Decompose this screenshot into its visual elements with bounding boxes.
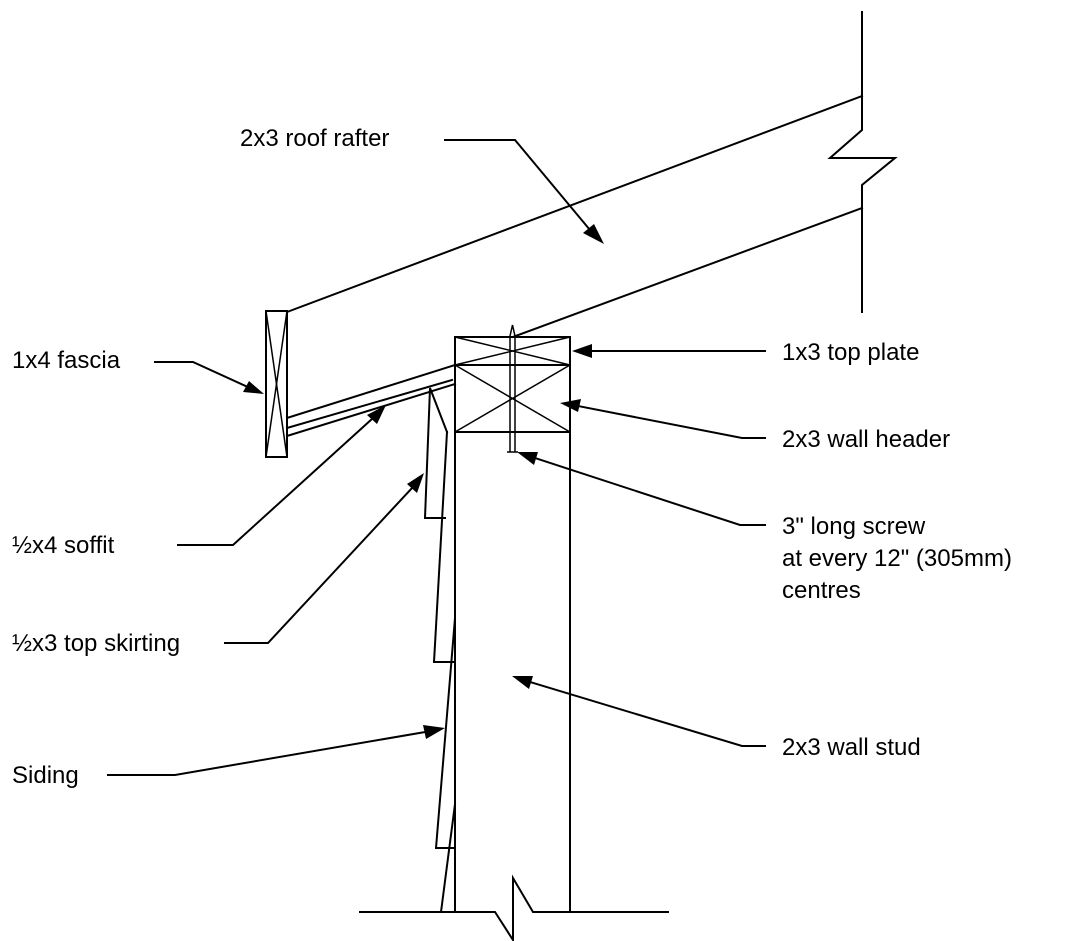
label-roof-rafter: 2x3 roof rafter xyxy=(240,125,389,152)
label-wall-header: 2x3 wall header xyxy=(782,426,950,453)
top-skirting xyxy=(423,387,449,519)
leader-wall-header xyxy=(560,399,766,439)
top-plate xyxy=(454,336,571,366)
leader-top-skirting xyxy=(224,473,424,644)
label-wall-stud: 2x3 wall stud xyxy=(782,734,921,761)
leader-wall-stud xyxy=(512,676,766,747)
leader-siding xyxy=(107,725,445,776)
leader-fascia xyxy=(154,361,264,394)
wall-stud xyxy=(454,431,571,913)
leader-roof-rafter xyxy=(444,139,604,244)
siding-boards xyxy=(432,430,457,914)
label-siding: Siding xyxy=(12,762,79,789)
wall-header xyxy=(454,364,571,433)
label-screw-line1: 3" long screw xyxy=(782,513,926,540)
screw xyxy=(507,324,518,453)
label-top-skirting: ½x3 top skirting xyxy=(12,630,180,657)
label-fascia: 1x4 fascia xyxy=(12,347,121,374)
leader-screw xyxy=(517,452,766,526)
label-screw-line2: at every 12" (305mm) xyxy=(782,545,1012,572)
soffit-board xyxy=(285,363,457,438)
floor-break-line xyxy=(359,874,669,941)
leader-top-plate xyxy=(572,344,766,358)
leader-soffit xyxy=(177,405,386,546)
label-screw-line3: centres xyxy=(782,577,861,604)
label-top-plate: 1x3 top plate xyxy=(782,339,919,366)
fascia-board xyxy=(265,310,288,458)
label-soffit: ½x4 soffit xyxy=(12,532,115,559)
